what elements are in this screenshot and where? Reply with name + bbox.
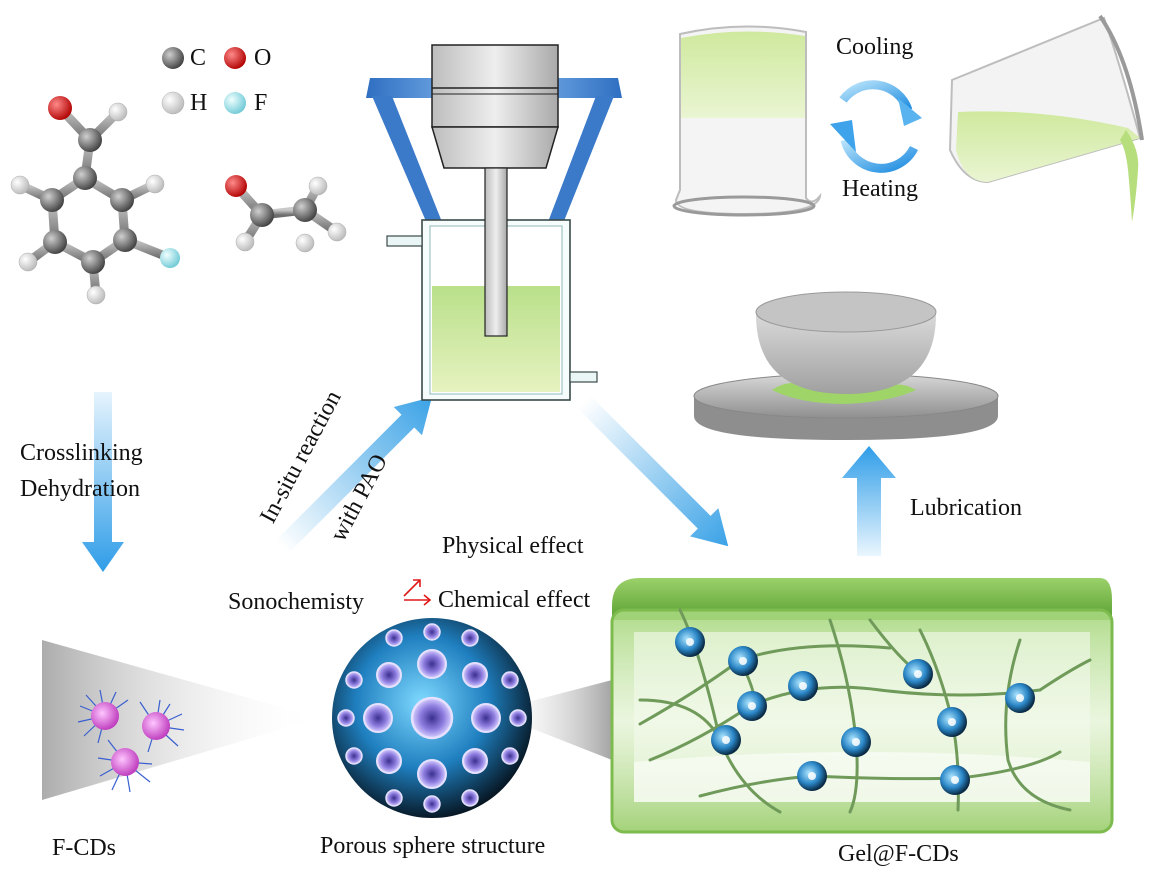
sphere-projection-cone	[490, 680, 612, 760]
ultrasonic-reactor	[366, 44, 622, 401]
legend-fluorine-label: F	[254, 90, 268, 116]
physical-effect-label: Physical effect	[442, 533, 584, 559]
gel-fcds-label: Gel@F-CDs	[838, 841, 959, 867]
sonochemistry-label: Sonochemisty	[228, 589, 364, 615]
in-situ-reaction-arrow	[275, 397, 432, 554]
oxygen-atom-icon	[224, 47, 246, 69]
cooling-label: Cooling	[836, 34, 914, 60]
atom-legend	[161, 47, 246, 115]
lubrication-arrow	[842, 446, 896, 556]
fcds-projection-cone	[42, 640, 320, 800]
cooling-heating-cycle-icon	[830, 80, 922, 173]
heating-label: Heating	[842, 176, 918, 202]
lubrication-test-setup	[693, 291, 999, 440]
lubrication-label: Lubrication	[910, 495, 1022, 521]
dehydration-label: Dehydration	[20, 476, 140, 502]
sonochemistry-branch-arrows	[403, 579, 432, 606]
fluorine-atom-icon	[224, 92, 246, 114]
gel-box	[610, 578, 1114, 834]
legend-carbon-label: C	[190, 45, 207, 71]
crosslinking-arrow	[82, 392, 124, 572]
carbon-atom-icon	[162, 47, 184, 69]
hydrogen-atom-icon	[161, 91, 185, 115]
fcds-particles	[77, 689, 185, 793]
reactor-to-gel-arrow	[577, 395, 729, 547]
upright-beaker	[672, 25, 822, 217]
porous-sphere-label: Porous sphere structure	[320, 833, 546, 859]
crosslinking-label: Crosslinking	[20, 440, 143, 466]
fcds-label: F-CDs	[52, 835, 117, 861]
legend-hydrogen-label: H	[190, 90, 208, 116]
pouring-beaker	[948, 14, 1144, 222]
chemical-effect-label: Chemical effect	[438, 587, 591, 613]
porous-sphere	[332, 618, 532, 818]
legend-oxygen-label: O	[254, 45, 272, 71]
